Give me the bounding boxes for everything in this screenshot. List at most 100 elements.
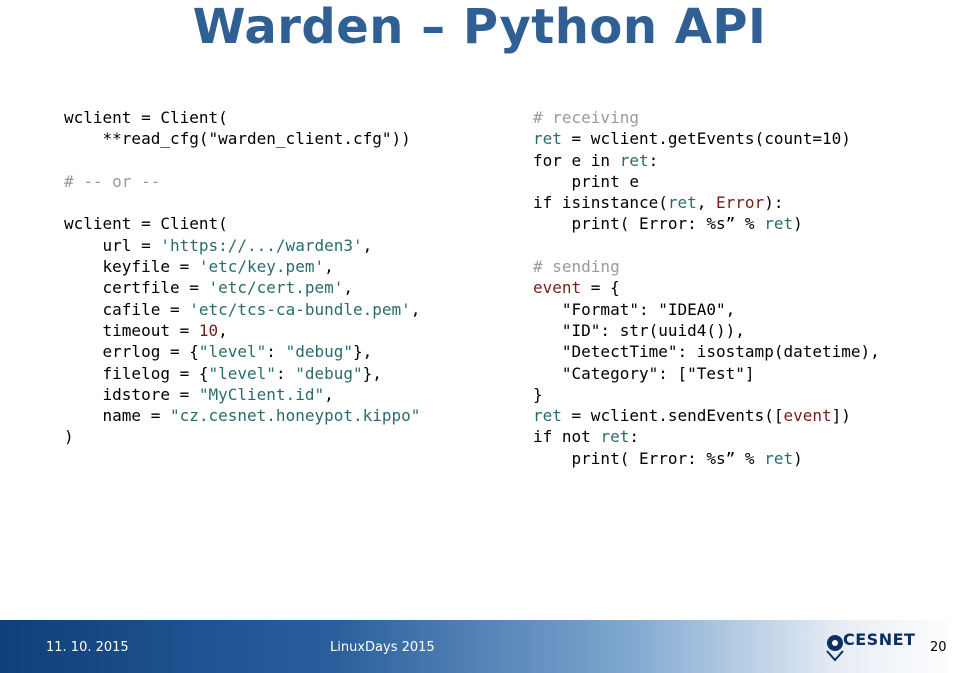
page-number: 20 — [930, 640, 947, 655]
code-right-token: = wclient.getEvents(count=10) — [561, 129, 851, 149]
code-right-token: ): — [764, 193, 784, 213]
code-right-line: if isinstance(ret, Error): — [533, 192, 880, 213]
code-left-line: errlog = {"level": "debug"}, — [64, 341, 420, 362]
code-right-line: print( Error: %s” % ret) — [533, 213, 880, 234]
code-right-token: ret — [533, 129, 562, 149]
slide-footer: 11. 10. 2015 LinuxDays 2015 CESNET 20 — [0, 620, 959, 673]
code-left-text: **read_cfg("warden_client.cfg")) — [64, 129, 411, 149]
code-right-token: : — [648, 150, 659, 170]
code-right-line: print e — [533, 171, 880, 192]
code-right-token: : — [629, 427, 639, 447]
code-right-token: = wclient.sendEvents([ — [561, 406, 784, 426]
code-left-token: , — [218, 320, 228, 340]
code-left-token: "debug" — [295, 363, 363, 383]
cesnet-logo-icon: CESNET — [825, 624, 920, 664]
code-left-line: url = 'https://.../warden3', — [64, 235, 420, 256]
code-right-text: "ID": str(uuid4()), — [533, 320, 745, 340]
code-right-text: print e — [533, 171, 639, 191]
code-left-line: timeout = 10, — [64, 320, 420, 341]
code-left-line — [64, 192, 420, 213]
code-right-line: ret = wclient.getEvents(count=10) — [533, 128, 880, 149]
code-left-token: , — [343, 278, 353, 298]
code-left-line: keyfile = 'etc/key.pem', — [64, 256, 420, 277]
code-left-token: "cz.cesnet.honeypot.kippo" — [169, 406, 421, 426]
code-left-token: }, — [353, 342, 373, 362]
code-right-token: if not — [533, 427, 601, 447]
code-left-token: 'etc/key.pem' — [198, 257, 325, 277]
code-right-token: ret — [764, 448, 794, 468]
code-left-line: certfile = 'etc/cert.pem', — [64, 277, 420, 298]
code-right-token: print( Error: %s” % — [533, 214, 765, 234]
code-left-token: url = — [64, 235, 161, 255]
code-right-token: ]) — [831, 406, 851, 426]
code-left-token: 'etc/tcs-ca-bundle.pem' — [189, 299, 411, 319]
code-left-token: "debug" — [285, 342, 353, 362]
code-right-token: print( Error: %s” % — [533, 448, 765, 468]
code-right-token: event — [783, 406, 832, 426]
code-right-token: = { — [581, 278, 620, 298]
code-left-token: : — [275, 363, 296, 383]
code-left-token: errlog = { — [64, 342, 199, 362]
cesnet-logo-text: CESNET — [843, 630, 916, 649]
code-left-line: idstore = "MyClient.id", — [64, 384, 420, 405]
code-right-token: event — [533, 278, 582, 298]
footer-event: LinuxDays 2015 — [330, 640, 435, 655]
code-left-line: wclient = Client( — [64, 213, 420, 234]
code-left-token: certfile = — [64, 278, 209, 298]
code-right-token: if isinstance( — [533, 193, 668, 213]
code-right-line: "DetectTime": isostamp(datetime), — [533, 341, 880, 362]
cesnet-logo-mark — [826, 635, 844, 662]
code-right-text: "Format": "IDEA0", — [533, 299, 736, 319]
code-right-token: ret — [619, 150, 649, 170]
code-left-token: }, — [362, 363, 382, 383]
footer-date: 11. 10. 2015 — [46, 640, 129, 655]
code-left-text: wclient = Client( — [64, 214, 228, 234]
code-right-token: , — [696, 193, 717, 213]
code-right-token: ) — [793, 448, 803, 468]
code-right-token: ret — [600, 427, 630, 447]
code-left-token: , — [410, 299, 421, 319]
code-right-text: "Category": ["Test"] — [533, 363, 755, 383]
code-left-text: wclient = Client( — [64, 108, 228, 127]
code-left-line: wclient = Client( — [64, 107, 420, 128]
code-left-token: "level" — [198, 342, 267, 362]
code-left-line: **read_cfg("warden_client.cfg")) — [64, 128, 420, 149]
code-right-token: Error — [716, 193, 765, 213]
code-left-token: 'https://.../warden3' — [160, 235, 363, 255]
code-right-line: if not ret: — [533, 426, 880, 447]
code-left-line: filelog = {"level": "debug"}, — [64, 363, 420, 384]
code-block-left: wclient = Client( **read_cfg("warden_cli… — [64, 107, 420, 448]
code-right-comment: # sending — [533, 257, 620, 277]
code-right-line: print( Error: %s” % ret) — [533, 448, 880, 469]
code-right-line: } — [533, 384, 880, 405]
code-right-token: ) — [793, 214, 803, 234]
code-right-line: "Category": ["Test"] — [533, 363, 880, 384]
code-right-text: "DetectTime": isostamp(datetime), — [533, 342, 880, 362]
code-right-line: # sending — [533, 256, 880, 277]
code-right-line: "Format": "IDEA0", — [533, 299, 880, 320]
slide-title: Warden – Python API — [192, 0, 767, 55]
code-left-token: keyfile = — [64, 257, 199, 277]
code-right-token: ret — [667, 193, 697, 213]
code-left-token: filelog = { — [64, 363, 209, 383]
code-right-comment: # receiving — [533, 108, 639, 127]
code-left-token: 10 — [198, 320, 219, 340]
code-left-token: , — [324, 257, 334, 277]
code-left-token: "level" — [208, 363, 276, 383]
code-right-line: ret = wclient.sendEvents([event]) — [533, 405, 880, 426]
code-left-token: : — [266, 342, 286, 362]
code-right-text: } — [533, 384, 543, 404]
code-right-line: "ID": str(uuid4()), — [533, 320, 880, 341]
code-right-line: event = { — [533, 277, 880, 298]
code-left-token: 'etc/cert.pem' — [208, 278, 344, 298]
code-left-token: , — [362, 235, 373, 255]
code-left-comment: # -- or -- — [64, 171, 161, 191]
code-left-line: name = "cz.cesnet.honeypot.kippo" — [64, 405, 421, 426]
code-left-token: timeout = — [64, 320, 199, 340]
code-left-token: , — [324, 384, 334, 404]
code-left-token: idstore = — [64, 384, 199, 404]
code-left-token: name = — [64, 406, 170, 426]
code-left-line — [64, 150, 420, 171]
code-right-token: for e in — [533, 150, 620, 170]
